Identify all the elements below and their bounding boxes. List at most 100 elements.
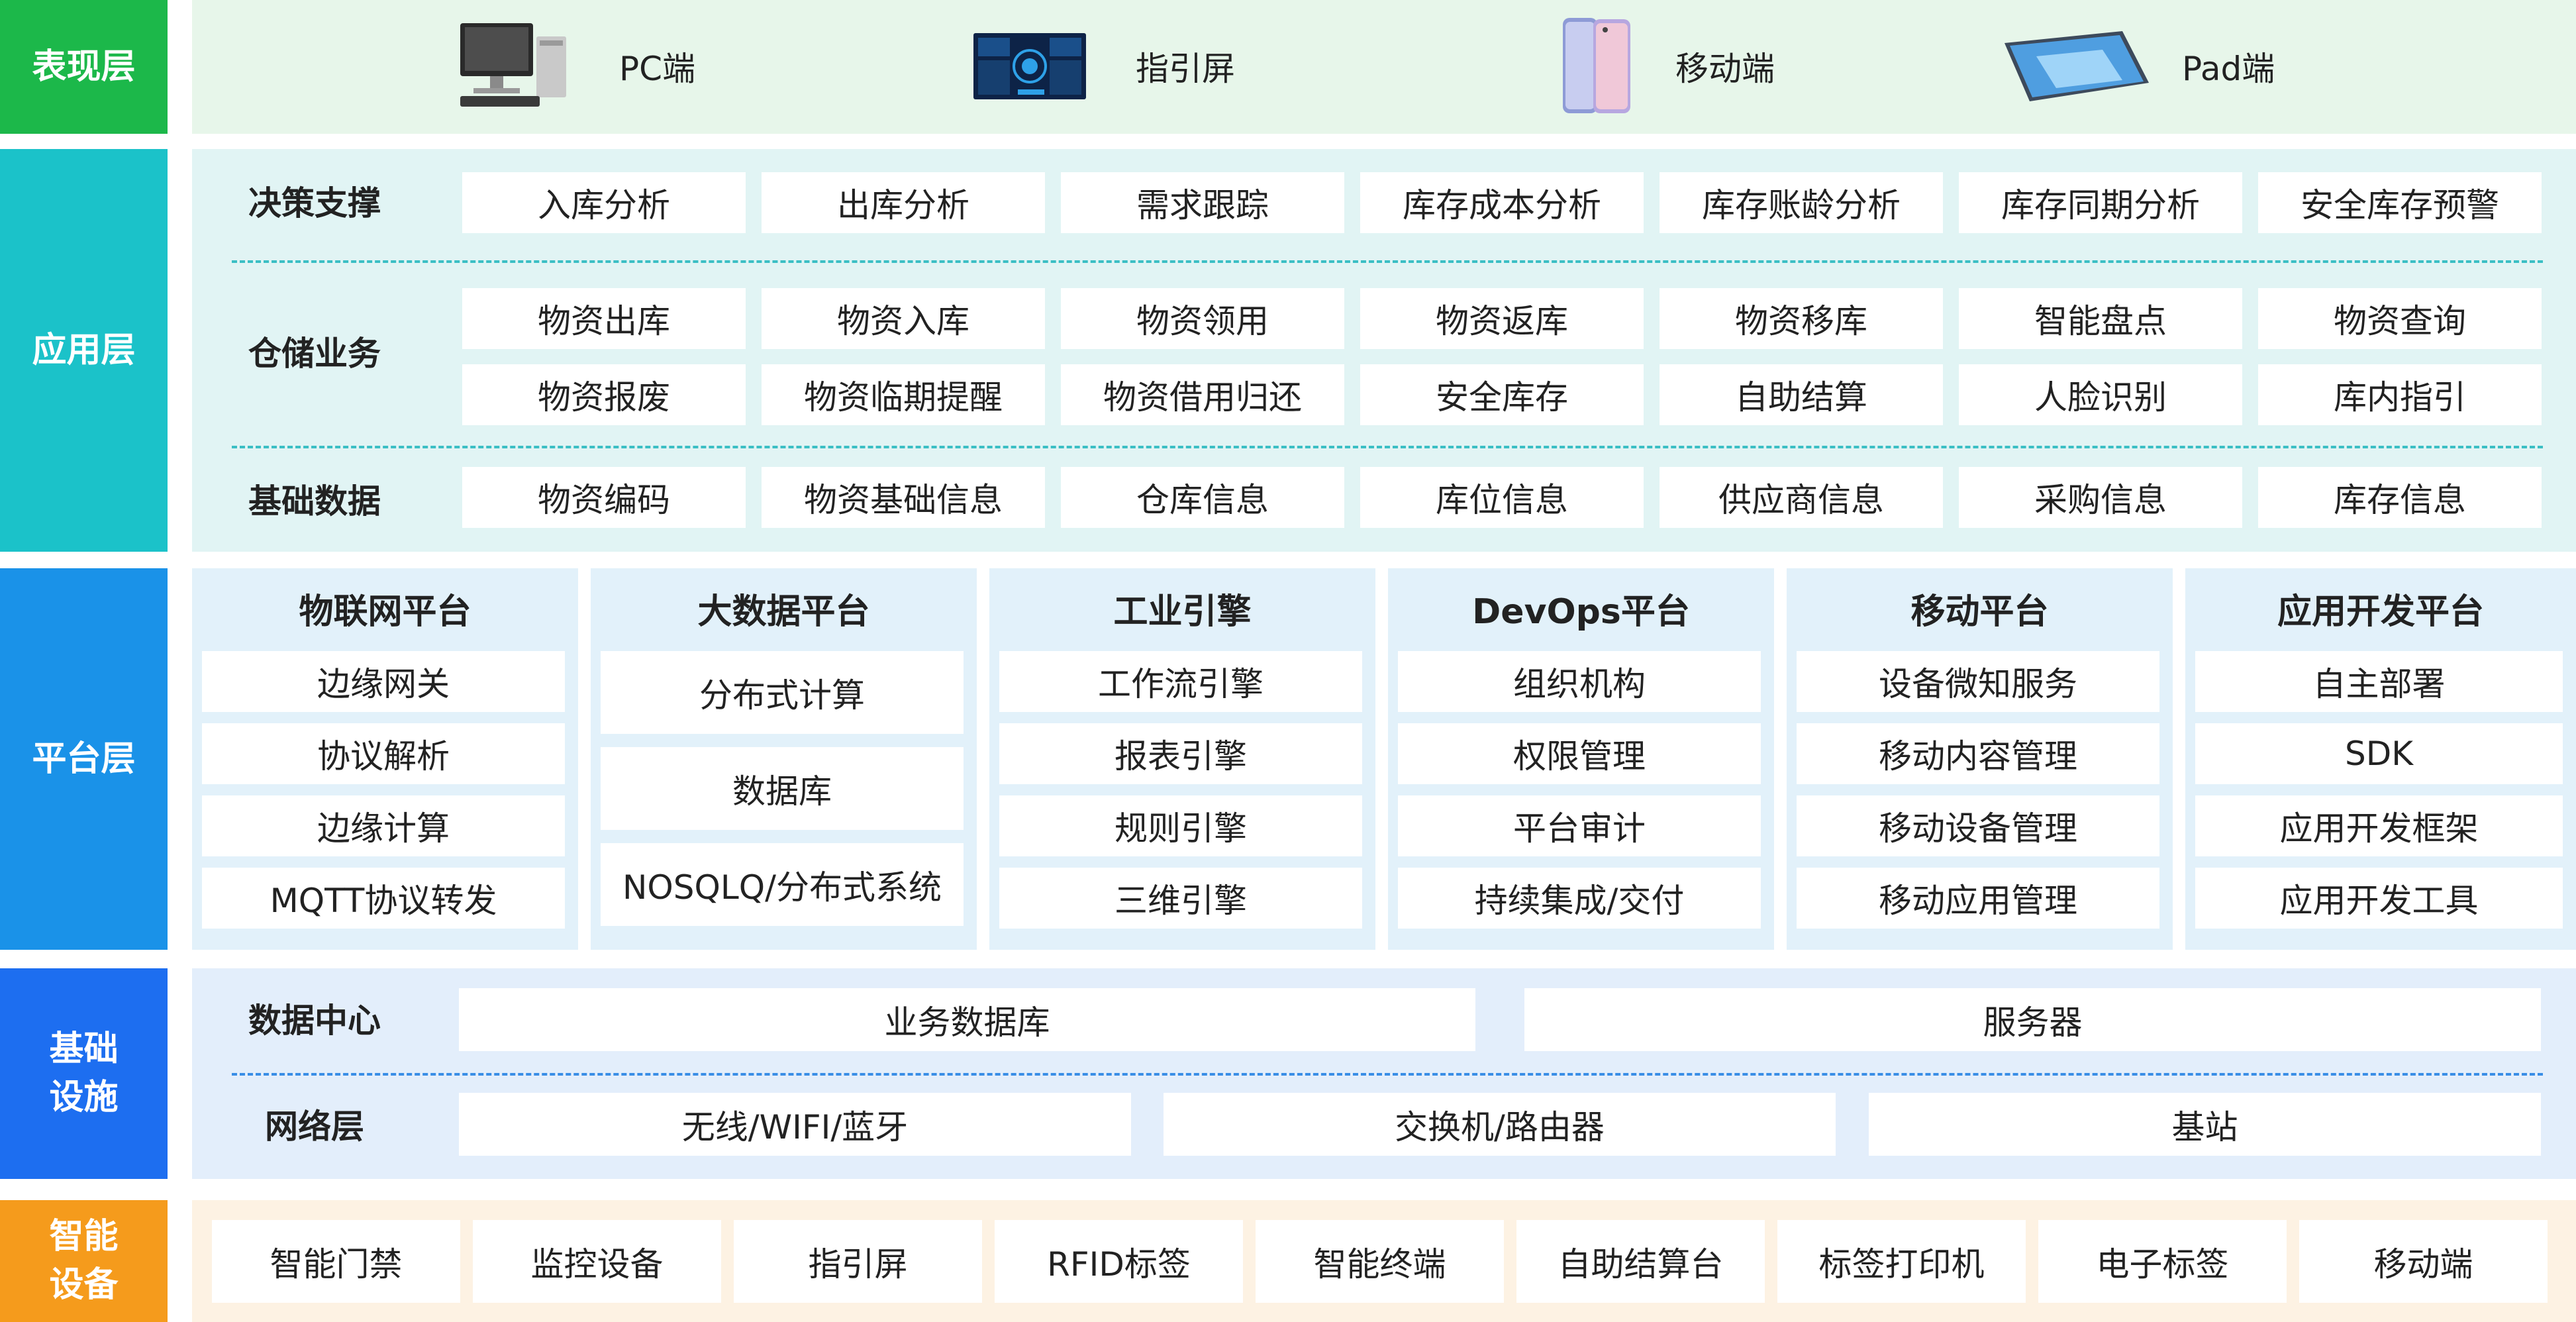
- platform-column-devops: DevOps平台 组织机构 权限管理 平台审计 持续集成/交付: [1388, 568, 1774, 950]
- decision-item[interactable]: 出库分析: [762, 172, 1045, 233]
- platform-column-mobile: 移动平台 设备微知服务 移动内容管理 移动设备管理 移动应用管理: [1787, 568, 2173, 950]
- basic-data-item[interactable]: 库位信息: [1360, 467, 1644, 528]
- platform-item[interactable]: 协议解析: [202, 723, 565, 784]
- platform-item[interactable]: 自主部署: [2195, 651, 2563, 712]
- decision-item[interactable]: 需求跟踪: [1061, 172, 1344, 233]
- warehouse-item[interactable]: 自助结算: [1660, 364, 1943, 425]
- platform-item[interactable]: 工作流引擎: [999, 651, 1362, 712]
- guide-screen-icon: [964, 17, 1109, 116]
- device-item[interactable]: RFID标签: [995, 1220, 1243, 1303]
- basic-data-item[interactable]: 物资基础信息: [762, 467, 1045, 528]
- device-tablet: Pad端: [1997, 13, 2275, 119]
- basic-data-item[interactable]: 供应商信息: [1660, 467, 1943, 528]
- basic-data-item[interactable]: 物资编码: [462, 467, 746, 528]
- device-item[interactable]: 移动端: [2299, 1220, 2548, 1303]
- basic-data-item[interactable]: 仓库信息: [1061, 467, 1344, 528]
- decision-item[interactable]: 库存成本分析: [1360, 172, 1644, 233]
- platform-column-iot: 物联网平台 边缘网关 协议解析 边缘计算 MQTT协议转发: [192, 568, 578, 950]
- device-item[interactable]: 标签打印机: [1777, 1220, 2026, 1303]
- warehouse-item[interactable]: 物资移库: [1660, 288, 1943, 349]
- network-item[interactable]: 交换机/路由器: [1164, 1093, 1836, 1156]
- warehouse-item[interactable]: 物资查询: [2258, 288, 2542, 349]
- warehouse-item[interactable]: 人脸识别: [1959, 364, 2242, 425]
- application-panel: 决策支撑 入库分析 出库分析 需求跟踪 库存成本分析 库存账龄分析 库存同期分析…: [192, 149, 2576, 552]
- decision-item[interactable]: 安全库存预警: [2258, 172, 2542, 233]
- network-item[interactable]: 无线/WIFI/蓝牙: [459, 1093, 1131, 1156]
- platform-item[interactable]: 平台审计: [1398, 795, 1761, 856]
- basic-data-title: 基础数据: [248, 482, 381, 521]
- decision-item[interactable]: 入库分析: [462, 172, 746, 233]
- platform-item[interactable]: 设备微知服务: [1797, 651, 2159, 712]
- presentation-layer-label: 表现层: [0, 0, 168, 134]
- platform-item[interactable]: 规则引擎: [999, 795, 1362, 856]
- application-divider: [232, 446, 2543, 448]
- devices-layer: 智能 设备 智能门禁 监控设备 指引屏 RFID标签 智能终端 自助结算台 标签…: [0, 1200, 2576, 1322]
- warehouse-item[interactable]: 物资临期提醒: [762, 364, 1045, 425]
- platform-column-title: 移动平台: [1910, 591, 2049, 632]
- application-layer: 应用层 决策支撑 入库分析 出库分析 需求跟踪 库存成本分析 库存账龄分析 库存…: [0, 149, 2576, 552]
- datacenter-item[interactable]: 服务器: [1524, 988, 2541, 1051]
- device-guide-screen-label: 指引屏: [1136, 50, 1235, 88]
- platform-item[interactable]: 移动内容管理: [1797, 723, 2159, 784]
- warehouse-item[interactable]: 物资返库: [1360, 288, 1644, 349]
- device-item[interactable]: 智能门禁: [212, 1220, 460, 1303]
- warehouse-item[interactable]: 物资出库: [462, 288, 746, 349]
- device-guide-screen: 指引屏: [964, 13, 1235, 119]
- warehouse-item[interactable]: 物资报废: [462, 364, 746, 425]
- presentation-layer: 表现层 PC端: [0, 0, 2576, 134]
- application-layer-label: 应用层: [0, 149, 168, 552]
- platform-item[interactable]: MQTT协议转发: [202, 868, 565, 929]
- platform-item[interactable]: 权限管理: [1398, 723, 1761, 784]
- platform-item[interactable]: 移动应用管理: [1797, 868, 2159, 929]
- platform-panel: 物联网平台 边缘网关 协议解析 边缘计算 MQTT协议转发 大数据平台 分布式计…: [192, 568, 2576, 950]
- warehouse-item[interactable]: 物资借用归还: [1061, 364, 1344, 425]
- warehouse-item[interactable]: 库内指引: [2258, 364, 2542, 425]
- platform-item[interactable]: 持续集成/交付: [1398, 868, 1761, 929]
- datacenter-title: 数据中心: [248, 1001, 381, 1040]
- device-mobile-label: 移动端: [1675, 50, 1775, 88]
- platform-item[interactable]: 报表引擎: [999, 723, 1362, 784]
- device-item[interactable]: 电子标签: [2038, 1220, 2287, 1303]
- platform-item[interactable]: 组织机构: [1398, 651, 1761, 712]
- platform-item[interactable]: 边缘计算: [202, 795, 565, 856]
- warehouse-item[interactable]: 物资领用: [1061, 288, 1344, 349]
- application-divider: [232, 260, 2543, 263]
- warehouse-item[interactable]: 物资入库: [762, 288, 1045, 349]
- device-tablet-label: Pad端: [2182, 50, 2275, 88]
- platform-column-bigdata: 大数据平台 分布式计算 数据库 NOSQLQ/分布式系统: [591, 568, 977, 950]
- platform-column-appdev: 应用开发平台 自主部署 SDK 应用开发框架 应用开发工具: [2185, 568, 2576, 950]
- warehouse-item[interactable]: 安全库存: [1360, 364, 1644, 425]
- infrastructure-divider: [232, 1073, 2543, 1076]
- platform-item[interactable]: 分布式计算: [601, 651, 964, 734]
- infrastructure-panel: 数据中心 业务数据库 服务器 网络层 无线/WIFI/蓝牙 交换机/路由器 基站: [192, 968, 2576, 1179]
- devices-layer-label: 智能 设备: [0, 1200, 168, 1322]
- warehouse-title: 仓储业务: [248, 334, 381, 373]
- device-pc: PC端: [447, 13, 695, 119]
- device-pc-label: PC端: [619, 50, 696, 88]
- tablet-icon: [1997, 17, 2155, 116]
- platform-item[interactable]: 边缘网关: [202, 651, 565, 712]
- decision-item[interactable]: 库存账龄分析: [1660, 172, 1943, 233]
- platform-item[interactable]: SDK: [2195, 723, 2563, 784]
- platform-item[interactable]: NOSQLQ/分布式系统: [601, 843, 964, 926]
- platform-column-title: 工业引擎: [1113, 591, 1252, 632]
- warehouse-item[interactable]: 智能盘点: [1959, 288, 2242, 349]
- platform-item[interactable]: 三维引擎: [999, 868, 1362, 929]
- platform-layer-label: 平台层: [0, 568, 168, 950]
- device-item[interactable]: 自助结算台: [1516, 1220, 1765, 1303]
- platform-item[interactable]: 应用开发工具: [2195, 868, 2563, 929]
- platform-item[interactable]: 移动设备管理: [1797, 795, 2159, 856]
- network-item[interactable]: 基站: [1869, 1093, 2541, 1156]
- platform-item[interactable]: 数据库: [601, 747, 964, 830]
- datacenter-item[interactable]: 业务数据库: [459, 988, 1475, 1051]
- device-mobile: 移动端: [1550, 13, 1775, 119]
- device-item[interactable]: 智能终端: [1256, 1220, 1504, 1303]
- device-item[interactable]: 指引屏: [734, 1220, 982, 1303]
- device-item[interactable]: 监控设备: [473, 1220, 721, 1303]
- platform-item[interactable]: 应用开发框架: [2195, 795, 2563, 856]
- platform-column-title: 物联网平台: [299, 591, 471, 632]
- basic-data-item[interactable]: 采购信息: [1959, 467, 2242, 528]
- basic-data-item[interactable]: 库存信息: [2258, 467, 2542, 528]
- platform-column-title: 应用开发平台: [2277, 591, 2484, 632]
- decision-item[interactable]: 库存同期分析: [1959, 172, 2242, 233]
